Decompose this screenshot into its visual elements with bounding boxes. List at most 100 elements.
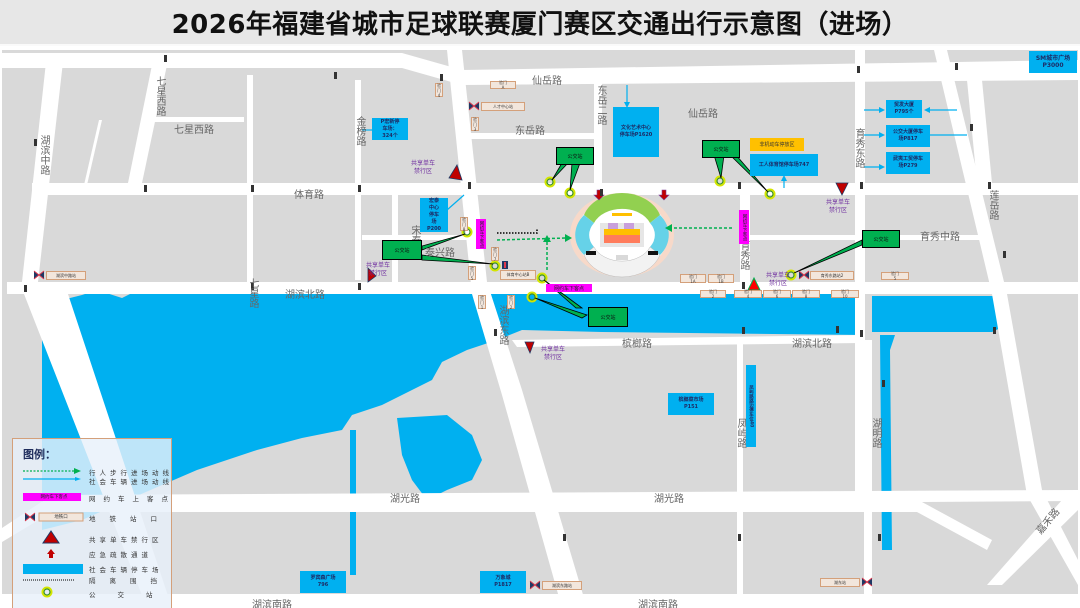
road-label-hubin-bei: 湖滨北路 [285, 290, 325, 301]
canal-east [880, 335, 895, 550]
parking-wuyi[interactable]: 武夷工贸停车场P279 [886, 152, 930, 174]
legend-bike-ban: 共享单车禁行区 [89, 536, 163, 544]
bus-callout-1: 公交站 [556, 147, 594, 165]
road-label-dongyue-er: 东岳二路 [595, 85, 606, 125]
metro-icons [33, 101, 873, 590]
parking-p-songtai[interactable]: P宏新停车场：324个 [372, 118, 408, 140]
bus-callout-4: 公交站 [588, 307, 628, 327]
road-label-hubin-nan-1: 湖滨南路 [252, 600, 292, 608]
road-label-tiyu: 体育路 [294, 190, 324, 201]
legend-vehicle: 社会车辆进场动线 [89, 478, 173, 486]
metro-hubin-dong[interactable]: 湖滨东路站 [542, 581, 582, 590]
map-base-layer [2, 50, 1078, 608]
road-label-hubin-dong: 湖滨东路 [497, 305, 508, 345]
road-label-yuxiu-zhong: 育秀中路 [920, 232, 960, 243]
parking-wenhua[interactable]: 文化艺术中心停车场P1620 [613, 107, 659, 157]
lake-main [42, 288, 864, 530]
road-label-yuxiu-dong: 育秀东路 [853, 128, 864, 168]
parking-gongjiao[interactable]: 公交大厦停车场P817 [886, 125, 930, 147]
legend-barrier: 隔离围挡 [89, 577, 171, 585]
bike-ban-label-2: 共享单车禁行区 [825, 199, 850, 214]
legend-title: 图例： [23, 448, 56, 461]
legend-metro: 地铁站口 [89, 515, 171, 523]
metro-tiyu-zhongxin[interactable]: 体育中心站B [500, 270, 536, 280]
road-label-xianyue-1: 仙岳路 [532, 76, 562, 87]
road-label-yuxiu: 育秀路 [738, 240, 749, 270]
lake-east [872, 296, 1007, 332]
roads [2, 50, 1078, 608]
dropoff-west[interactable]: 网约车下客点 [476, 219, 486, 249]
traffic-lights [24, 55, 1006, 541]
bus-callout-2: 公交站 [702, 140, 740, 158]
road-label-qixing: 七星路 [247, 278, 258, 308]
legend-pedestrian: 行人步行进场动线 [89, 469, 173, 477]
dropoff-east[interactable]: 网约车下客点 [739, 210, 749, 244]
legend-dropoff: 网约车上客点 [89, 495, 176, 503]
bike-ban-triangles [367, 164, 849, 355]
bus-callout-3: 公交站 [382, 240, 422, 260]
page-title: 2026年福建省城市足球联赛厦门赛区交通出行示意图（进场） [171, 9, 909, 40]
stadium [570, 192, 674, 278]
metro-rencai[interactable]: 人才中心站 [481, 102, 525, 111]
parking-fengyun-side[interactable]: 凤屿路路边停车位40 [746, 365, 756, 447]
metro-huming-south[interactable]: 湖东站 [820, 578, 860, 587]
metro-yuxiu-dong[interactable]: 育秀东路站2 [810, 271, 854, 280]
dropoff-south[interactable]: 网约车下客点 [546, 284, 592, 292]
non-motor-parking-area: 非机动车停放区 [750, 138, 804, 151]
road-label-taixing: 泰兴路 [425, 248, 455, 259]
legend-symbols [23, 468, 84, 598]
road-label-huming: 湖明路 [870, 418, 881, 448]
legend: 图例： 网约车下客点 地铁口 行人步行进场动线 社会车辆进场动线 网约车上客点 … [12, 438, 172, 608]
bike-ban-label-3: 共享单车禁行区 [365, 262, 390, 277]
title-bar: 2026年福建省城市足球联赛厦门赛区交通出行示意图（进场） [0, 0, 1080, 46]
bus-stops [461, 175, 797, 303]
road-label-hubin-zhong: 湖滨中路 [38, 135, 49, 175]
lake-inner [397, 415, 482, 500]
legend-bus: 公交站 [89, 591, 175, 599]
road-label-huguang-2: 湖光路 [654, 494, 684, 505]
legend-parking: 社会车辆停车场 [89, 566, 163, 574]
road-label-huguang-1: 湖光路 [390, 494, 420, 505]
parking-gongren[interactable]: 工人体育馆停车场747 [750, 154, 818, 176]
road-label-hubin-nan-2: 湖滨南路 [638, 600, 678, 608]
road-label-binglang: 槟榔路 [622, 339, 652, 350]
road-label-qixing-xi-v: 七星西路 [154, 76, 165, 116]
road-label-lianyue: 莲岳路 [987, 190, 998, 220]
bike-ban-label-1: 共享单车禁行区 [410, 160, 435, 175]
legend-evacuation: 应急疏散通道 [89, 551, 152, 559]
road-label-xianyue-2: 仙岳路 [688, 109, 718, 120]
pedestrian-routes [496, 227, 732, 270]
metro-hubin-zhong[interactable]: 湖滨中路站 [46, 271, 86, 280]
traffic-map[interactable]: 仙岳路 仙岳路 东岳路 东岳二路 七星西路 七星西路 七星路 金榜路 体育路 宋… [2, 50, 1078, 608]
bike-ban-label-5: 共享单车禁行区 [765, 272, 790, 287]
road-label-qixing-xi-h: 七星西路 [174, 125, 214, 136]
legend-metro-sample: 地铁口 [54, 515, 68, 520]
legend-dropoff-sample: 网约车下客点 [40, 495, 68, 500]
road-label-fengyun: 凤屿路 [735, 418, 746, 448]
road-label-dongyue: 东岳路 [515, 126, 545, 137]
road-label-hubin-bei-2: 湖滨北路 [792, 339, 832, 350]
road-label-jinbang: 金榜路 [354, 116, 365, 146]
